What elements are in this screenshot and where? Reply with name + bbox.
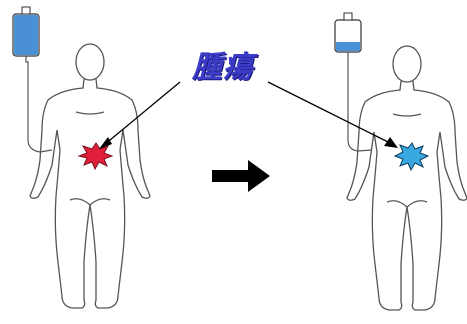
iv-drip-after	[335, 13, 372, 151]
iv-tube-before	[26, 56, 52, 152]
iv-fluid-after	[336, 42, 360, 51]
callout-arrow-left	[99, 82, 180, 149]
transition-arrow	[212, 160, 270, 192]
iv-drip-before	[13, 7, 52, 152]
figure-after	[335, 13, 467, 310]
iv-cap-before	[22, 7, 30, 14]
iv-tube-after	[348, 52, 372, 151]
body-outline-before	[30, 44, 150, 308]
tumor-after	[395, 143, 428, 170]
callout-arrow-right	[268, 82, 398, 148]
tumor-before	[79, 143, 112, 169]
iv-fluid-before	[14, 15, 38, 55]
tumor-label: 腫瘍	[192, 42, 254, 86]
figure-before	[13, 7, 150, 308]
iv-cap-after	[344, 13, 352, 20]
body-outline-after	[347, 46, 467, 310]
